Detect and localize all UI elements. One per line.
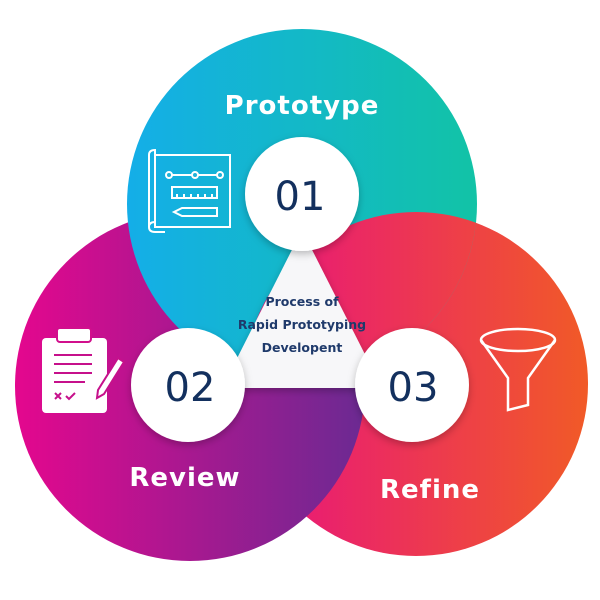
center-title-line-2: Rapid Prototyping bbox=[238, 317, 366, 332]
step-03-badge bbox=[355, 328, 469, 442]
center-triangle bbox=[222, 230, 382, 388]
step-03-label: Refine bbox=[380, 475, 480, 505]
step-01-number: 01 bbox=[275, 174, 326, 220]
center-title-line-1: Process of bbox=[265, 294, 339, 309]
step-02-number: 02 bbox=[165, 365, 216, 411]
step-02-badge bbox=[131, 328, 245, 442]
funnel-icon bbox=[479, 327, 557, 412]
step-01-label: Prototype bbox=[225, 91, 380, 121]
step-02-label: Review bbox=[129, 463, 240, 493]
clipboard-checklist-icon bbox=[42, 327, 126, 413]
blueprint-icon bbox=[148, 148, 231, 233]
center-title-line-3: Developent bbox=[262, 340, 343, 355]
step-01-badge bbox=[245, 137, 359, 251]
step-03-number: 03 bbox=[388, 365, 439, 411]
